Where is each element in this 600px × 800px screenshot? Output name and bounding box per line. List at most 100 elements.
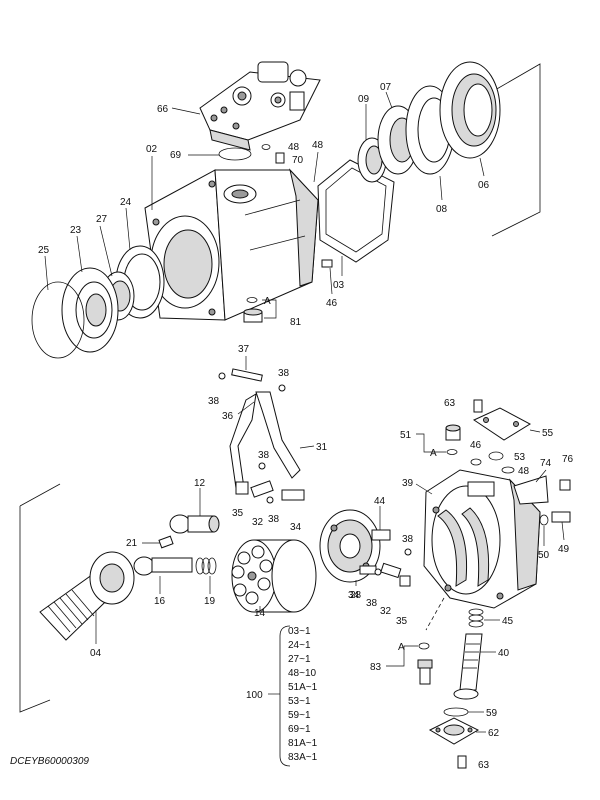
label-p24: 24 [120, 197, 132, 208]
leader-06 [479, 157, 485, 177]
label-p06: 06 [478, 180, 490, 191]
boundary-line-left-top [19, 483, 61, 507]
label-p59: 59 [486, 708, 498, 719]
label-p74: 74 [540, 458, 552, 469]
label-p12: 12 [194, 478, 206, 489]
part-38-c [258, 462, 266, 470]
boundary-line-left [19, 506, 51, 713]
label-p45: 45 [502, 616, 514, 627]
label-p38e: 38 [402, 534, 414, 545]
part-69-o-ring [218, 147, 252, 161]
label-p48c: 48 [518, 466, 530, 477]
leader-66 [171, 107, 201, 115]
part-28-valve-plate [319, 509, 381, 583]
part-06-roller-bearing [439, 61, 501, 159]
label-p62: 62 [488, 728, 500, 739]
kit-item: 81A~1 [288, 738, 318, 749]
part-38-d [266, 496, 274, 504]
label-p14: 14 [254, 608, 266, 619]
label-pA3: A [398, 642, 405, 653]
label-p46b: 46 [470, 440, 482, 451]
part-46-ring [470, 458, 482, 466]
part-55-cover-plate [472, 407, 532, 441]
label-p37: 37 [238, 344, 250, 355]
label-p32b: 32 [380, 606, 392, 617]
label-p04: 04 [90, 648, 102, 659]
label-p38d: 38 [268, 514, 280, 525]
part-34-pin-a [281, 489, 305, 501]
label-p09: 09 [358, 94, 370, 105]
label-p83: 83 [370, 662, 382, 673]
leader-83 [386, 645, 418, 667]
label-p53: 53 [514, 452, 526, 463]
label-p55: 55 [542, 428, 554, 439]
part-38-f [374, 568, 382, 576]
label-p34a: 34 [290, 522, 302, 533]
part-37-pin [231, 368, 263, 382]
part-76-bolt [559, 479, 571, 491]
label-p07: 07 [380, 82, 392, 93]
label-p49: 49 [558, 544, 570, 555]
label-p31: 31 [316, 442, 328, 453]
leader-46 [329, 267, 333, 295]
leader-31 [299, 445, 315, 449]
label-p19: 19 [204, 596, 216, 607]
part-04-drive-shaft [39, 551, 135, 641]
part-83-valve [417, 659, 433, 685]
label-p44: 44 [374, 496, 386, 507]
part-02-pump-casing [144, 168, 319, 321]
label-p03: 03 [333, 280, 345, 291]
label-p36: 36 [222, 411, 234, 422]
part-34-pin-b [359, 565, 377, 575]
label-p40: 40 [498, 648, 510, 659]
part-A-ring-mid [446, 449, 458, 455]
part-46-pin [321, 259, 333, 268]
part-49-bolt [551, 511, 571, 523]
part-32-pin-b [380, 562, 402, 579]
part-number-labels: 66026948704809070806272423250346A8137383… [38, 82, 574, 771]
part-38-a [218, 372, 226, 380]
part-35-screw-a [235, 481, 249, 495]
kit-item: 03~1 [288, 626, 311, 637]
leader-48-right [313, 151, 319, 183]
kit-part-list: 03~124~127~148~1051A~153~159~169~181A~18… [288, 626, 318, 763]
label-p32a: 32 [252, 517, 264, 528]
part-63-bolt-a [473, 399, 483, 413]
label-p39: 39 [402, 478, 414, 489]
boundary-line-top-right [491, 63, 541, 237]
leader-08 [439, 175, 443, 201]
part-70-plug [275, 152, 285, 164]
leader-49 [561, 521, 565, 541]
part-14-cylinder-block [231, 539, 317, 613]
leader-27 [99, 225, 113, 277]
label-p21: 21 [126, 538, 138, 549]
part-A-ring-top [246, 297, 258, 303]
label-p16: 16 [154, 596, 166, 607]
label-p46: 46 [326, 298, 338, 309]
part-31-feedback-link [229, 391, 301, 489]
part-48-ring [501, 466, 515, 474]
leader-24 [125, 207, 131, 251]
kit-item: 24~1 [288, 640, 311, 651]
label-p38c: 38 [258, 450, 270, 461]
kit-item: 48~10 [288, 668, 317, 679]
part-25-snap-ring [31, 281, 85, 359]
part-62-cover [428, 717, 480, 745]
label-p63a: 63 [444, 398, 456, 409]
label-p48a: 48 [288, 142, 300, 153]
kit-item: 27~1 [288, 654, 311, 665]
label-p38a: 38 [208, 396, 220, 407]
part-A-ring-bottom [418, 642, 430, 650]
part-19-spring [195, 557, 217, 575]
label-p38f: 38 [366, 598, 378, 609]
part-59-o-ring [443, 707, 469, 717]
label-p28: 28 [350, 590, 362, 601]
part-39-rear-cover [423, 469, 541, 609]
part-40-shaft [453, 633, 483, 700]
centerline-dashed [425, 597, 445, 631]
kit-item: 83A~1 [288, 752, 318, 763]
part-35-screw-b [399, 575, 411, 587]
leader-25 [44, 255, 49, 291]
